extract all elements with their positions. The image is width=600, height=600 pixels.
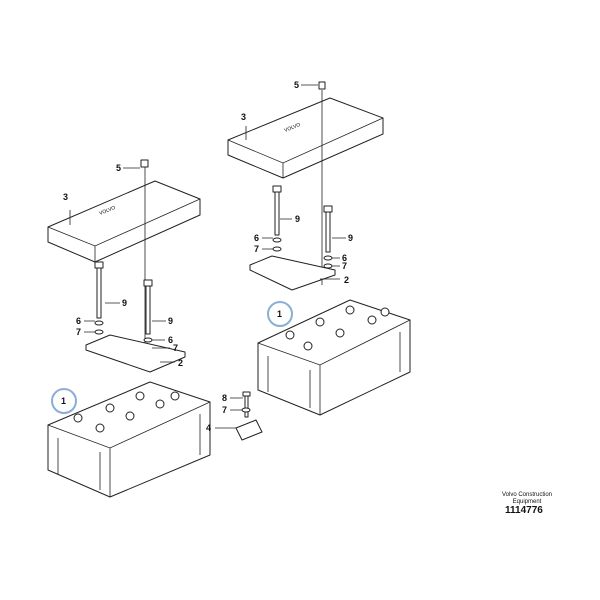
callout-7: 7 bbox=[254, 244, 259, 254]
cover-logo: VOLVO bbox=[284, 122, 302, 134]
callout-7: 7 bbox=[76, 327, 81, 337]
callout-6: 6 bbox=[342, 253, 347, 263]
publisher-credit: Volvo Construction Equipment bbox=[492, 492, 562, 506]
callout-2: 2 bbox=[344, 275, 349, 285]
callout-7: 7 bbox=[342, 261, 347, 271]
callout-1: 1 bbox=[277, 309, 282, 319]
callout-7: 7 bbox=[222, 405, 227, 415]
callout-6: 6 bbox=[254, 233, 259, 243]
callout-8: 8 bbox=[222, 393, 227, 403]
callout-6: 6 bbox=[168, 335, 173, 345]
callout-9: 9 bbox=[295, 214, 300, 224]
callout-9: 9 bbox=[168, 316, 173, 326]
battery-left[interactable] bbox=[47, 381, 211, 498]
callout-9: 9 bbox=[122, 298, 127, 308]
battery-cover-right[interactable]: VOLVO bbox=[227, 97, 384, 179]
battery-cover-left[interactable]: VOLVO bbox=[47, 180, 201, 263]
callout-7: 7 bbox=[173, 343, 178, 353]
bracket-right[interactable] bbox=[249, 255, 336, 291]
bolts-left bbox=[94, 159, 153, 365]
callout-9: 9 bbox=[348, 233, 353, 243]
bracket-left[interactable] bbox=[85, 334, 186, 373]
callout-2: 2 bbox=[178, 358, 183, 368]
credit-line-2: Equipment bbox=[512, 499, 542, 505]
cover-logo: VOLVO bbox=[99, 205, 117, 217]
hold-down-clamp[interactable] bbox=[235, 391, 263, 441]
highlight-circle bbox=[267, 301, 293, 327]
callout-5: 5 bbox=[294, 80, 299, 90]
callout-6: 6 bbox=[76, 316, 81, 326]
callout-1: 1 bbox=[61, 396, 66, 406]
callouts: 1 1 2 2 3 3 4 5 5 6 6 6 6 7 7 7 7 7 8 9 … bbox=[61, 80, 353, 433]
illustration-number: 1114776 bbox=[505, 505, 543, 516]
highlight-circle bbox=[51, 388, 77, 414]
battery-right[interactable] bbox=[257, 299, 411, 416]
callout-4: 4 bbox=[206, 423, 211, 433]
leader-lines bbox=[69, 84, 346, 429]
callout-3: 3 bbox=[63, 192, 68, 202]
callout-5: 5 bbox=[116, 163, 121, 173]
credit-line-1: Volvo Construction bbox=[501, 492, 553, 498]
bolts-right bbox=[272, 81, 333, 285]
callout-3: 3 bbox=[241, 112, 246, 122]
